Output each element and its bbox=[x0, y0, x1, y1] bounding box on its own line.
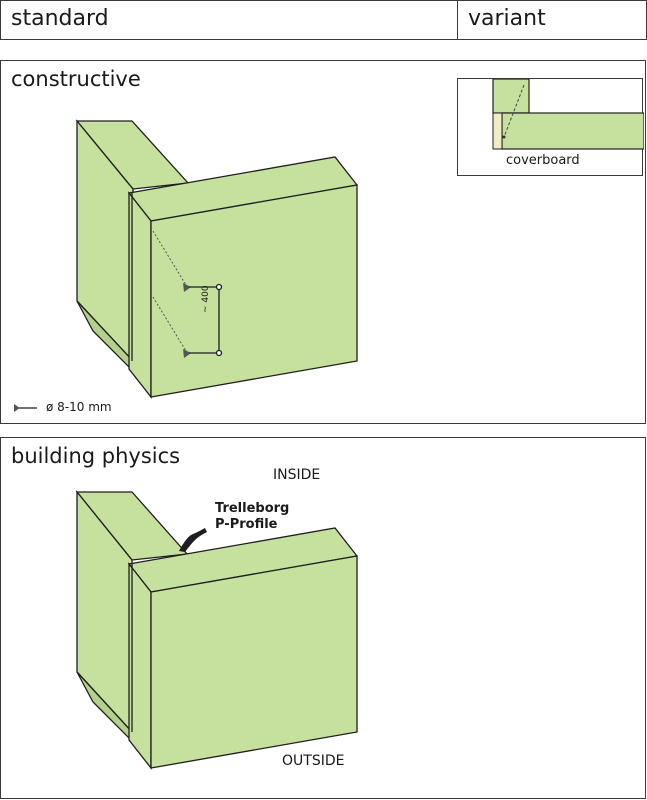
header-variant: variant bbox=[468, 6, 546, 31]
coverboard-label: coverboard bbox=[506, 153, 580, 168]
header-standard: standard bbox=[11, 6, 109, 31]
fastener-icon bbox=[14, 404, 37, 412]
constructive-title: constructive bbox=[11, 67, 141, 91]
p-profile-seal bbox=[179, 528, 207, 552]
header-bar: standard variant bbox=[0, 0, 647, 40]
right-wall bbox=[127, 156, 359, 399]
building-physics-panel: building physics INSIDE Trelleborg P-Pro… bbox=[0, 437, 646, 799]
screw-heads bbox=[183, 283, 191, 358]
screw-lines bbox=[152, 230, 187, 352]
constructive-drawing bbox=[14, 119, 359, 412]
coverboard-drawing bbox=[492, 79, 644, 150]
outside-label: OUTSIDE bbox=[282, 753, 345, 769]
building-physics-drawing bbox=[75, 490, 359, 770]
right-wall bbox=[127, 527, 359, 770]
building-physics-title: building physics bbox=[11, 444, 181, 468]
variant-inset: coverboard bbox=[457, 78, 644, 176]
profile-label-line2: P-Profile bbox=[215, 517, 278, 532]
inside-label: INSIDE bbox=[273, 467, 321, 483]
fastener-label: ø 8-10 mm bbox=[46, 400, 112, 414]
header-divider bbox=[457, 1, 458, 39]
profile-label-line1: Trelleborg bbox=[215, 501, 290, 516]
constructive-panel: constructive bbox=[0, 60, 646, 424]
spacing-label: ~ 400 bbox=[201, 285, 211, 313]
dimension-line bbox=[189, 283, 223, 357]
